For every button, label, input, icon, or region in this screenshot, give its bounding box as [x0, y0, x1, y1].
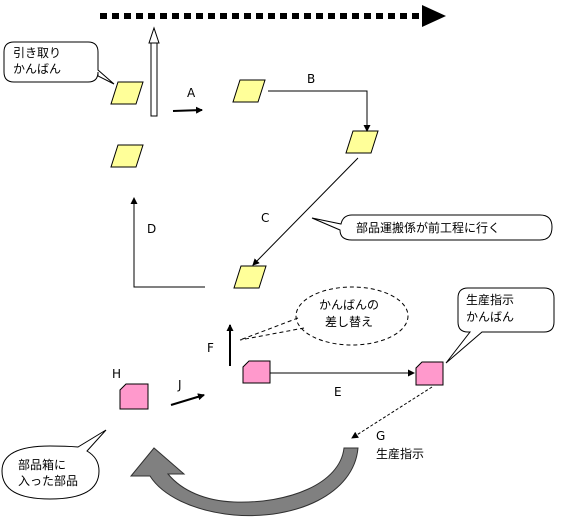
- arrow-d-path: [130, 197, 205, 288]
- label-f: F: [207, 341, 214, 355]
- callout-withdrawal-line-1: 引き取り: [13, 46, 62, 60]
- callout-parts-box-line-1: 部品箱に: [18, 458, 67, 472]
- production-kanban-card-2: [415, 361, 444, 386]
- label-d: D: [147, 222, 157, 236]
- withdrawal-kanban-card-1: [110, 81, 144, 105]
- callout-withdrawal-line-2: かんばん: [13, 62, 62, 76]
- label-b: B: [307, 72, 316, 86]
- callout-production-bubble: [445, 287, 555, 364]
- top-flow-arrowhead: [422, 5, 446, 27]
- label-h: H: [112, 367, 122, 381]
- arrow-j: [170, 393, 205, 406]
- parts-box-h: [119, 383, 149, 410]
- vertical-up-arrow-shaft: [150, 41, 158, 117]
- withdrawal-kanban-card-5: [233, 265, 267, 289]
- withdrawal-kanban-card-3: [345, 130, 379, 154]
- arrow-g-path: [351, 386, 433, 439]
- callout-swap-pointer-2: [239, 327, 305, 341]
- withdrawal-kanban-card-2: [232, 79, 266, 103]
- callout-production-line-2: かんばん: [466, 310, 515, 324]
- callout-parts-box-line-2: 入った部品: [18, 474, 79, 488]
- label-g: G: [376, 429, 386, 443]
- label-e: E: [334, 385, 342, 399]
- label-j: J: [178, 378, 182, 392]
- return-curved-arrow: [129, 447, 359, 517]
- callout-parts-box-bubble: [1, 429, 107, 500]
- callout-swap-line-1: かんばんの: [319, 298, 380, 312]
- vertical-up-arrow-head: [148, 26, 160, 44]
- production-kanban-card-1: [242, 360, 271, 384]
- callout-swap-bubble: [295, 286, 409, 346]
- withdrawal-kanban-card-4: [110, 144, 144, 168]
- label-c: C: [261, 211, 270, 225]
- callout-withdrawal-bubble: [3, 41, 115, 85]
- label-g-caption: 生産指示: [376, 447, 425, 461]
- callout-conveyor-bubble: [311, 214, 553, 241]
- label-a: A: [187, 86, 196, 100]
- callout-swap-line-2: 差し替え: [325, 315, 374, 329]
- callout-production-line-1: 生産指示: [466, 293, 515, 307]
- arrow-a: [172, 106, 203, 114]
- arrow-b-path: [268, 90, 371, 132]
- arrow-c-path: [252, 157, 359, 266]
- callout-swap-pointer-1: [239, 317, 299, 341]
- callout-conveyor-text: 部品運搬係が前工程に行く: [356, 221, 501, 235]
